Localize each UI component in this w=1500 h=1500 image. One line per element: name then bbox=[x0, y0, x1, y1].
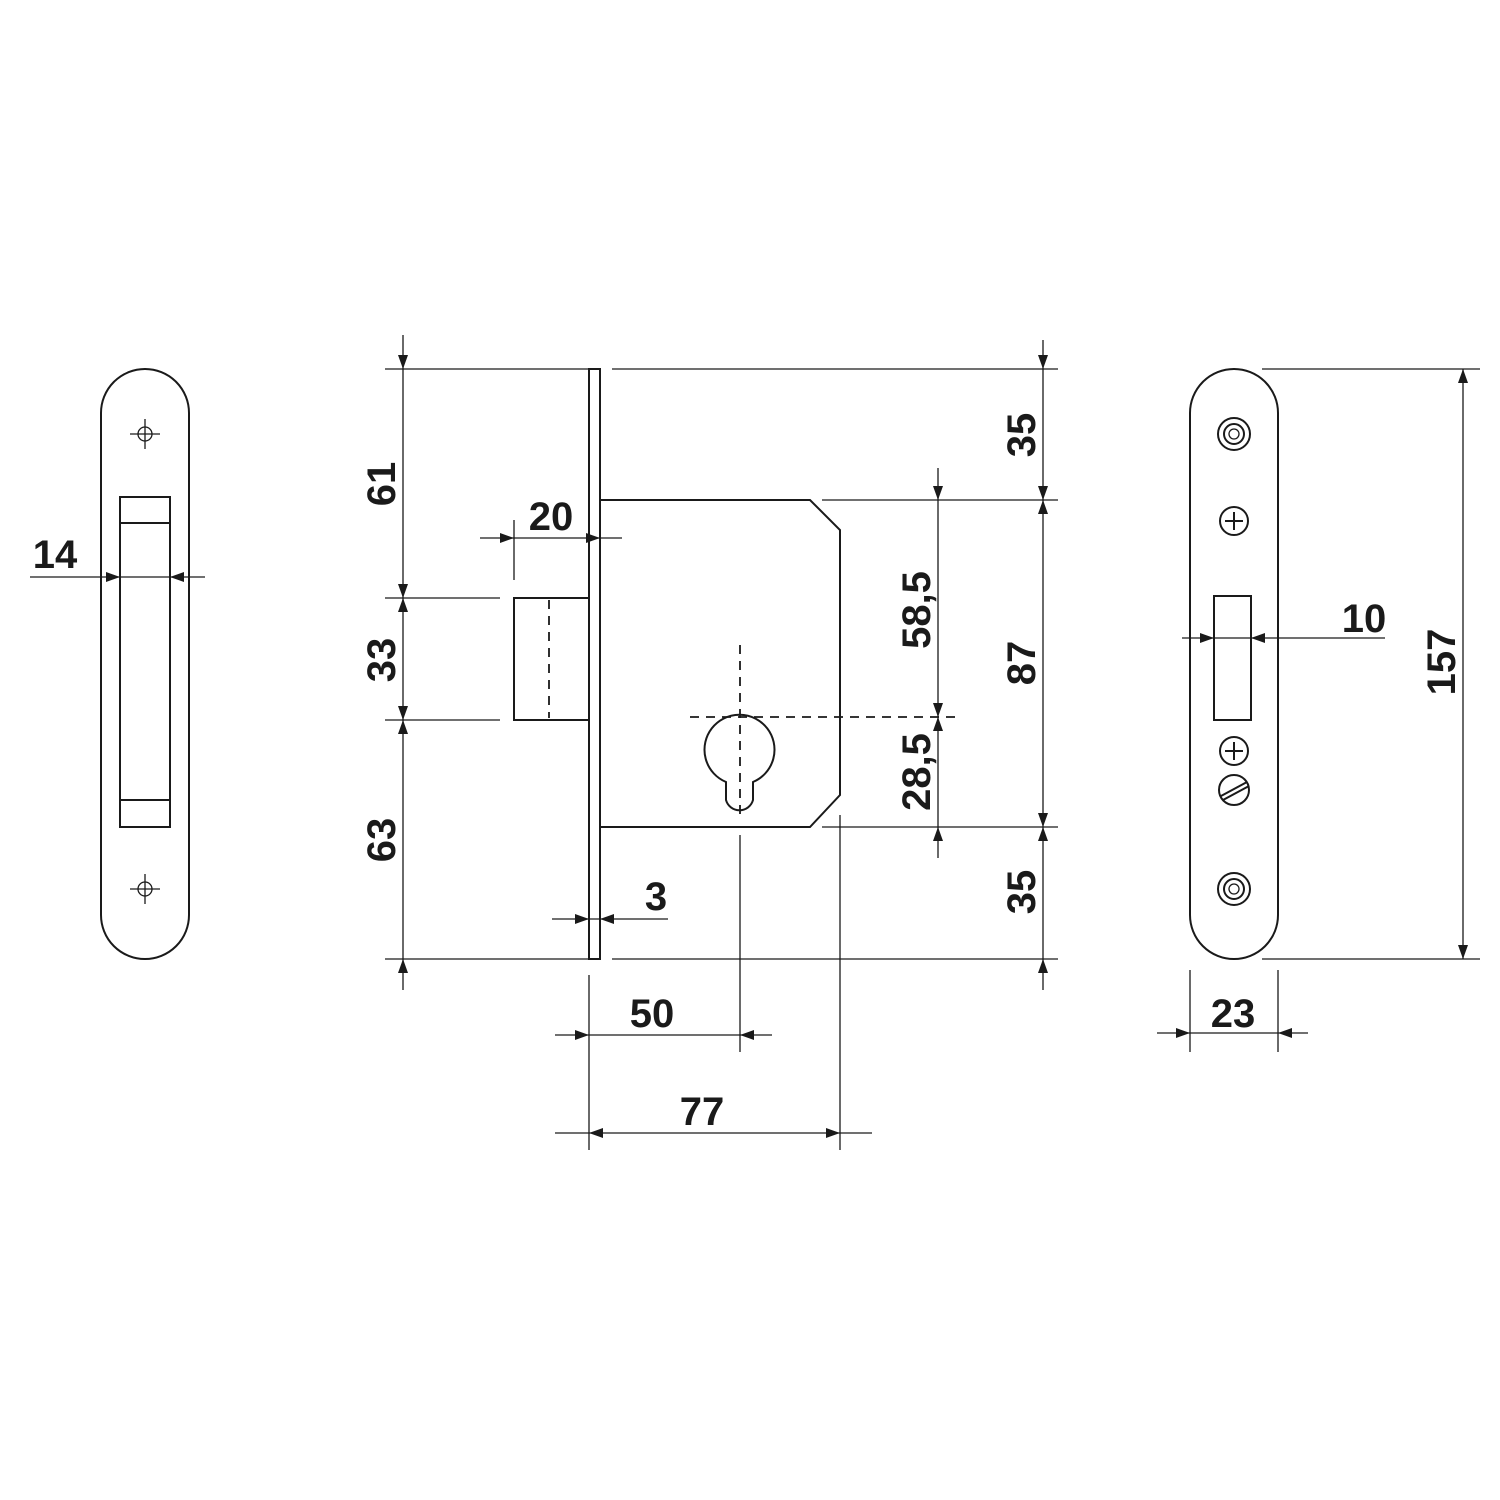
right-height-dimensions bbox=[1038, 340, 1048, 990]
front-plate-bolt-opening bbox=[119, 496, 171, 828]
front-plate-view: 14 bbox=[30, 368, 205, 960]
faceplate bbox=[588, 368, 601, 960]
dim-label-bolt-throw: 20 bbox=[529, 495, 574, 539]
dim-label-height-bolt: 33 bbox=[360, 638, 404, 683]
strike-phillips-screw-icon bbox=[1219, 506, 1249, 536]
strike-bolt-width-dimension bbox=[1182, 633, 1385, 643]
front-plate-width-dimension bbox=[30, 572, 205, 582]
dim-label-faceplate-thickness: 3 bbox=[645, 875, 667, 919]
dim-label-backset: 50 bbox=[630, 992, 675, 1036]
dim-label-strike-bolt-width: 10 bbox=[1342, 597, 1387, 641]
cylinder-position-dimensions bbox=[933, 468, 943, 858]
lock-case-body bbox=[600, 499, 841, 828]
backset-dimension bbox=[555, 1030, 772, 1040]
front-plate-bottom-screw-icon bbox=[130, 874, 160, 904]
strike-total-height-dimension bbox=[1262, 368, 1480, 960]
strike-top-screw-icon bbox=[1217, 417, 1251, 451]
dim-label-strike-width: 23 bbox=[1211, 992, 1256, 1036]
front-plate-outline bbox=[100, 368, 190, 960]
dim-label-height-bottom: 63 bbox=[360, 818, 404, 863]
strike-bottom-screw-icon bbox=[1217, 872, 1251, 906]
left-height-dimensions bbox=[398, 335, 408, 990]
dim-label-height-top: 61 bbox=[360, 462, 404, 507]
strike-plate-view: 10 157 23 bbox=[1157, 368, 1480, 1052]
strike-phillips-screw-lower-icon bbox=[1219, 736, 1249, 766]
dim-label-strike-total-height: 157 bbox=[1420, 629, 1464, 696]
strike-plate-outline bbox=[1189, 368, 1279, 960]
strike-slotted-screw-icon bbox=[1218, 774, 1250, 806]
lock-bolt bbox=[513, 597, 590, 721]
strike-width-dimension bbox=[1157, 970, 1308, 1052]
dim-label-front-plate-width: 14 bbox=[33, 533, 78, 577]
lock-side-view: 61 33 63 20 3 50 bbox=[360, 335, 1058, 1150]
dim-label-cylinder-to-bottom: 28,5 bbox=[895, 733, 939, 811]
dim-label-upper-to-cylinder: 58,5 bbox=[895, 571, 939, 649]
front-plate-top-screw-icon bbox=[130, 419, 160, 449]
cylinder-keyhole bbox=[703, 713, 776, 812]
dim-label-right-top: 35 bbox=[1000, 413, 1044, 458]
dim-label-right-middle: 87 bbox=[1000, 641, 1044, 686]
strike-bolt-opening bbox=[1213, 595, 1252, 721]
case-depth-dimension bbox=[555, 1128, 872, 1138]
bolt-throw-dimension bbox=[480, 520, 622, 580]
faceplate-thickness-dimension bbox=[552, 914, 668, 924]
dim-label-case-depth: 77 bbox=[680, 1090, 725, 1134]
dim-label-right-bottom: 35 bbox=[1000, 870, 1044, 915]
